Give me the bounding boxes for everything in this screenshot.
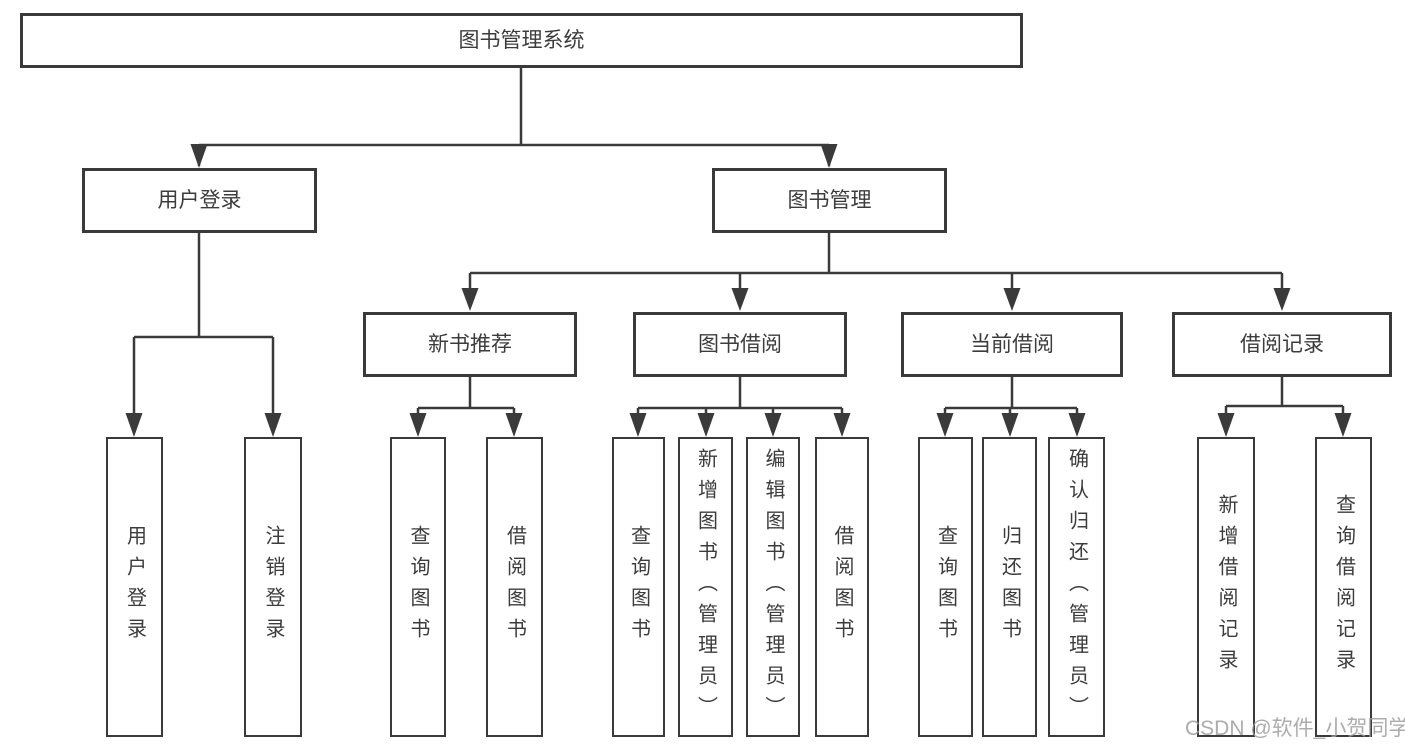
leaf-add-borrow-record: 新增借阅记录 xyxy=(1197,437,1255,737)
connector-borrow-records-to-leaves xyxy=(1217,377,1352,437)
node-root-library-management-system: 图书管理系统 xyxy=(20,13,1023,68)
leaf-label: 查询图书 xyxy=(934,525,957,649)
leaf-label: 确认归还（管理员） xyxy=(1065,447,1088,727)
node-book-borrow: 图书借阅 xyxy=(633,312,847,377)
leaf-query-borrow-record: 查询借阅记录 xyxy=(1315,437,1372,737)
leaf-return-book: 归还图书 xyxy=(982,437,1037,737)
node-label: 当前借阅 xyxy=(970,333,1054,356)
connector-book-management-to-level3 xyxy=(461,232,1291,311)
node-borrow-records: 借阅记录 xyxy=(1172,312,1392,377)
connector-new-book-recommend-to-leaves xyxy=(409,377,523,437)
leaf-label: 新增图书（管理员） xyxy=(694,447,717,727)
leaf-label: 编辑图书（管理员） xyxy=(762,447,784,727)
leaf-label: 借阅图书 xyxy=(503,525,526,649)
node-label: 借阅记录 xyxy=(1240,333,1324,356)
node-current-borrow: 当前借阅 xyxy=(901,312,1123,377)
node-label: 图书管理 xyxy=(787,189,872,212)
leaf-label: 归还图书 xyxy=(998,525,1021,649)
leaf-label: 借阅图书 xyxy=(831,525,853,649)
leaf-label: 用户登录 xyxy=(123,525,146,649)
connector-current-borrow-to-leaves xyxy=(936,377,1086,437)
leaf-borrow-book: 借阅图书 xyxy=(815,437,869,737)
leaf-edit-book-admin: 编辑图书（管理员） xyxy=(746,437,800,737)
leaf-query-book-recommend: 查询图书 xyxy=(390,437,446,737)
leaf-label: 新增借阅记录 xyxy=(1215,494,1237,680)
node-user-login: 用户登录 xyxy=(82,168,317,233)
leaf-label: 查询图书 xyxy=(407,525,429,649)
leaf-logout: 注销登录 xyxy=(244,437,302,737)
connector-root-to-level2 xyxy=(190,68,838,168)
node-label: 图书借阅 xyxy=(698,333,782,356)
leaf-user-login: 用户登录 xyxy=(106,437,163,737)
node-label: 图书管理系统 xyxy=(458,29,585,52)
leaf-label: 查询图书 xyxy=(627,525,650,649)
node-book-management: 图书管理 xyxy=(712,168,947,233)
connector-book-borrow-to-leaves xyxy=(629,377,851,437)
leaf-label: 注销登录 xyxy=(262,525,284,649)
node-label: 新书推荐 xyxy=(428,333,512,356)
leaf-label: 查询借阅记录 xyxy=(1332,494,1355,680)
node-new-book-recommend: 新书推荐 xyxy=(363,312,577,377)
leaf-confirm-return-admin: 确认归还（管理员） xyxy=(1048,437,1105,737)
leaf-borrow-book-recommend: 借阅图书 xyxy=(486,437,543,737)
leaf-query-book-current: 查询图书 xyxy=(918,437,973,737)
leaf-query-book-borrow: 查询图书 xyxy=(612,437,665,737)
node-label: 用户登录 xyxy=(157,189,242,212)
leaf-add-book-admin: 新增图书（管理员） xyxy=(678,437,733,737)
csdn-watermark: CSDN @软件_小贺同学 xyxy=(1185,717,1405,740)
connector-user-login-to-leaves xyxy=(125,233,282,437)
